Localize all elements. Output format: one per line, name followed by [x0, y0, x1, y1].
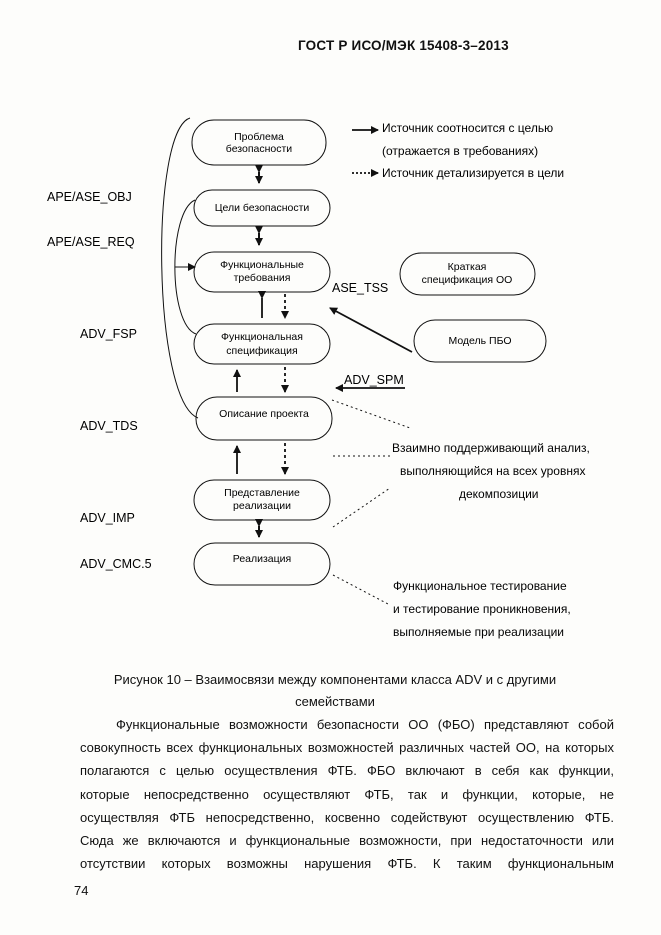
- box-design: Описание проекта: [195, 396, 333, 441]
- svg-text:Модель ПБО: Модель ПБО: [448, 335, 511, 347]
- body-paragraph: Функциональные возможности безопасности …: [80, 713, 614, 875]
- page-number: 74: [74, 883, 89, 898]
- box-tsf-model: Модель ПБО: [413, 319, 547, 363]
- svg-text:выполняющийся на всех уровнях: выполняющийся на всех уровнях: [400, 464, 585, 478]
- paragraph-line: Функциональные возможности безопасности …: [116, 717, 614, 732]
- arrow-tsf-model-to-spec: [329, 307, 413, 353]
- svg-text:Проблема: Проблема: [234, 131, 284, 143]
- svg-text:спецификация ОО: спецификация ОО: [422, 274, 513, 286]
- svg-text:Цели безопасности: Цели безопасности: [215, 202, 310, 214]
- link-design-impl-repr: [233, 443, 289, 475]
- label-adv-fsp: ADV_FSP: [80, 327, 137, 341]
- document-header: ГОСТ Р ИСО/МЭК 15408-3–2013: [298, 38, 509, 53]
- svg-text:и тестирование проникновения,: и тестирование проникновения,: [393, 602, 571, 616]
- link-spec-design: [233, 367, 289, 393]
- svg-text:Взаимно поддерживающий анализ,: Взаимно поддерживающий анализ,: [392, 441, 590, 455]
- svg-text:Источник соотносится с целью: Источник соотносится с целью: [382, 121, 553, 135]
- svg-text:спецификация: спецификация: [226, 345, 297, 357]
- paragraph-line: отсутствии которых возможны нарушения ФТ…: [80, 856, 614, 872]
- svg-text:выполняемые при реализации: выполняемые при реализации: [393, 625, 564, 639]
- svg-text:реализации: реализации: [233, 500, 291, 512]
- svg-text:безопасности: безопасности: [226, 143, 293, 155]
- box-summary-spec: Краткая спецификация ОО: [399, 252, 536, 296]
- label-adv-spm: ADV_SPM: [344, 373, 404, 387]
- svg-text:Реализация: Реализация: [233, 553, 291, 565]
- box-func-spec: Функциональная спецификация: [193, 323, 331, 365]
- svg-text:требования: требования: [234, 272, 291, 284]
- svg-text:Краткая: Краткая: [448, 261, 487, 273]
- svg-text:Функциональная: Функциональная: [221, 331, 303, 343]
- bracket-goals-spec: [174, 199, 197, 335]
- box-func-req: Функциональные требования: [193, 251, 331, 293]
- label-ase-tss: ASE_TSS: [332, 281, 388, 295]
- label-adv-cmc5: ADV_CMC.5: [80, 557, 152, 571]
- svg-text:(отражается в требованиях): (отражается в требованиях): [382, 144, 538, 158]
- note-connectors: [331, 399, 411, 605]
- figure-caption: Рисунок 10 – Взаимосвязи между компонент…: [70, 669, 600, 713]
- svg-text:Описание проекта: Описание проекта: [219, 408, 309, 420]
- paragraph-line: полагаются с целью осуществления ФТБ. ФБ…: [80, 763, 614, 779]
- box-impl-repr: Представление реализации: [193, 479, 331, 521]
- paragraph-line: осуществляя ФТБ непосредственно, косвенн…: [80, 809, 614, 825]
- paragraph-line: совокупность всех функциональных возможн…: [80, 740, 614, 756]
- adv-relations-diagram: Проблема безопасности Цели безопасности …: [47, 117, 590, 639]
- label-adv-imp: ADV_IMP: [80, 511, 135, 525]
- bracket-problem-design: [161, 117, 199, 419]
- label-adv-tds: ADV_TDS: [80, 419, 138, 433]
- svg-text:Функциональное тестирование: Функциональное тестирование: [393, 579, 567, 593]
- paragraph-line: которые непосредственно осуществляют ФТБ…: [80, 786, 614, 802]
- caption-line-2: семействами: [295, 694, 375, 709]
- box-impl: Реализация: [193, 542, 331, 586]
- svg-text:декомпозиции: декомпозиции: [459, 487, 539, 501]
- box-problem: Проблема безопасности: [191, 119, 327, 166]
- svg-text:Источник детализируется в цели: Источник детализируется в цели: [382, 166, 564, 180]
- link-req-spec: [258, 291, 289, 319]
- svg-text:Функциональные: Функциональные: [220, 259, 304, 271]
- paragraph-line: Сюда же включаются и функциональные возм…: [80, 833, 614, 849]
- label-ape-ase-obj: APE/ASE_OBJ: [47, 190, 132, 204]
- caption-line-1: Рисунок 10 – Взаимосвязи между компонент…: [113, 672, 557, 687]
- box-goals: Цели безопасности: [193, 189, 331, 227]
- label-ape-ase-req: APE/ASE_REQ: [47, 235, 135, 249]
- svg-text:Представление: Представление: [224, 487, 300, 499]
